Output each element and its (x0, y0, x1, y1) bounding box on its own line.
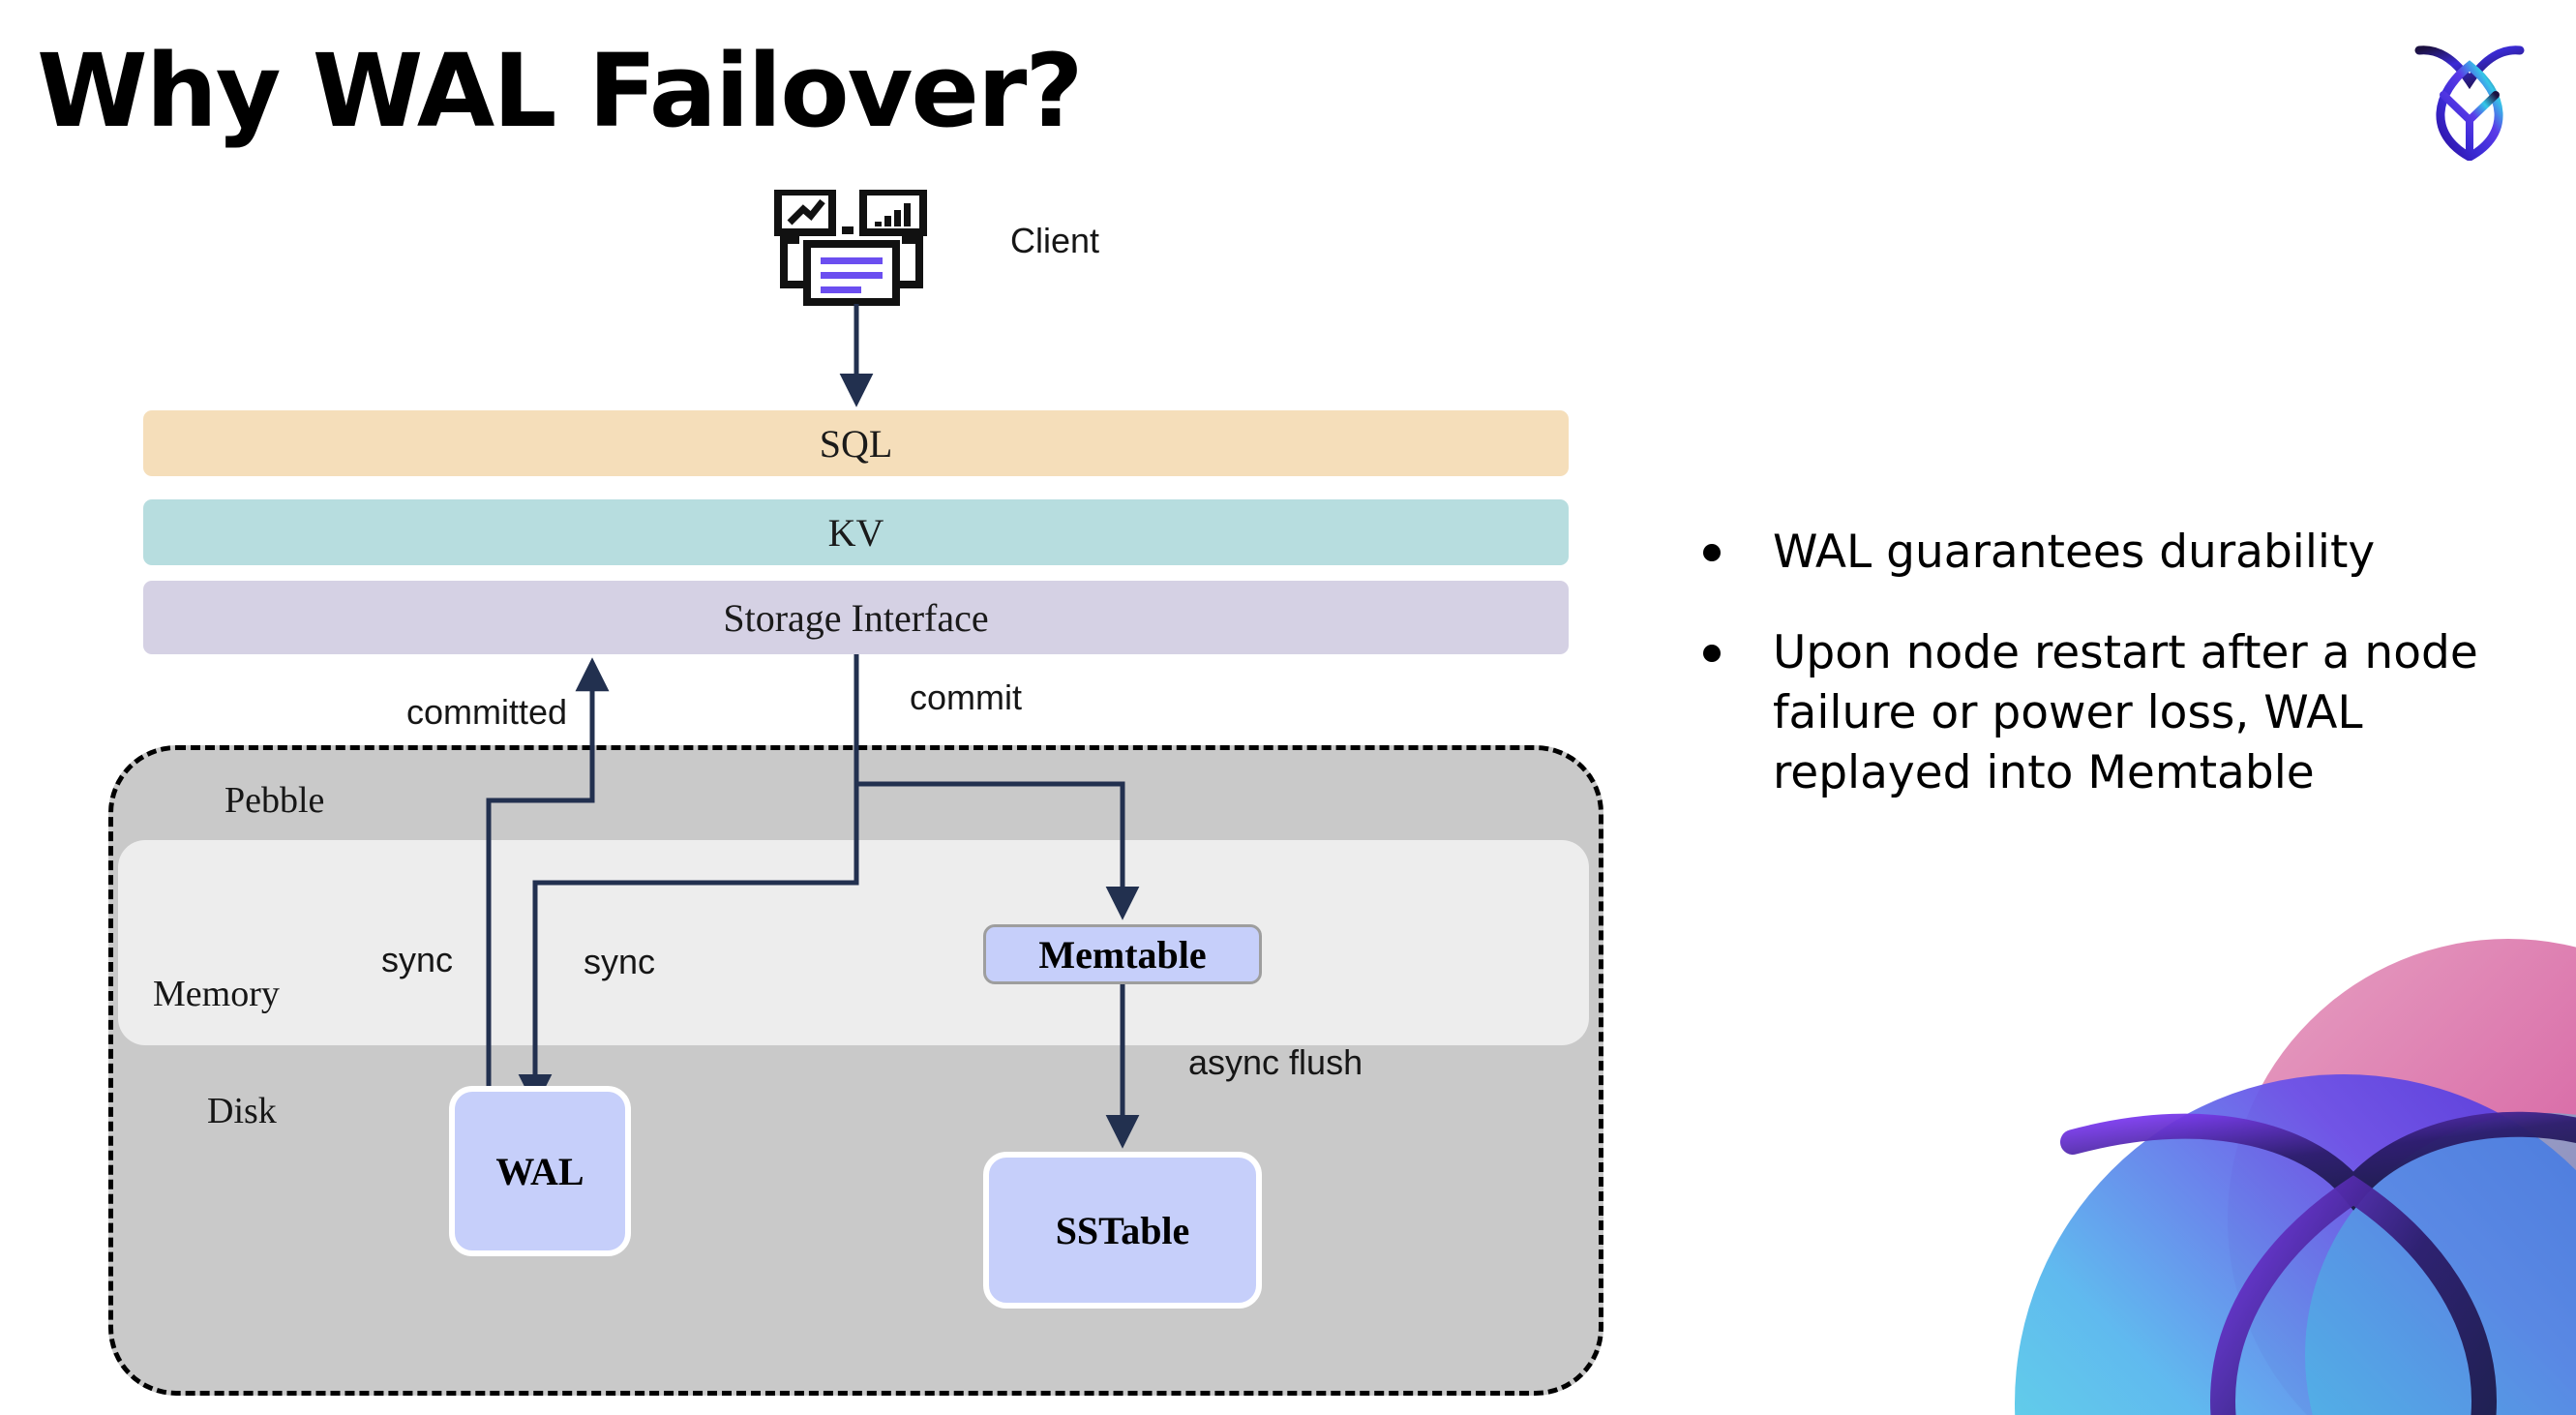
edge-label-commit: commit (910, 677, 1022, 717)
cockroachdb-logo (2411, 37, 2528, 163)
wal-architecture-diagram: Client SQL KV Storage Interface Pebble M… (108, 188, 1603, 1396)
edge-label-sync-right: sync (584, 942, 656, 981)
edge-label-committed: committed (406, 692, 568, 732)
diagram-connectors (486, 304, 1140, 1249)
bullet-dot-icon (1703, 645, 1721, 663)
node-label-memtable: Memtable (1038, 932, 1207, 977)
memory-label: Memory (153, 974, 280, 1014)
layer-bar-sql: SQL (143, 410, 1569, 476)
client-monitor-icon (774, 188, 929, 306)
pebble-label: Pebble (225, 780, 325, 821)
memory-region (118, 840, 1589, 1045)
edge-label-sync-left: sync (381, 940, 454, 979)
client-label: Client (1010, 221, 1100, 260)
node-label-sstable: SSTable (1055, 1208, 1190, 1252)
node-memtable: Memtable (983, 924, 1262, 984)
page-title: Why WAL Failover? (37, 32, 1084, 150)
bullet-list: WAL guarantees durability Upon node rest… (1703, 523, 2497, 844)
layer-label-kv: KV (827, 510, 884, 555)
layer-bar-kv: KV (143, 499, 1569, 565)
bullet-dot-icon (1703, 544, 1721, 561)
node-sstable: SSTable (983, 1152, 1262, 1309)
layer-label-storage-interface: Storage Interface (723, 595, 989, 640)
edge-label-async-flush: async flush (1188, 1042, 1363, 1082)
list-item: Upon node restart after a node failure o… (1703, 623, 2497, 803)
layer-bar-storage-interface: Storage Interface (143, 581, 1569, 654)
node-label-wal: WAL (495, 1149, 584, 1193)
list-item: WAL guarantees durability (1703, 523, 2497, 583)
bullet-text: WAL guarantees durability (1773, 526, 2376, 579)
node-wal: WAL (449, 1086, 631, 1256)
layer-label-sql: SQL (819, 421, 893, 466)
disk-label: Disk (207, 1091, 277, 1131)
bullet-text: Upon node restart after a node failure o… (1773, 626, 2478, 800)
decorative-corner-graphic (1928, 900, 2576, 1415)
